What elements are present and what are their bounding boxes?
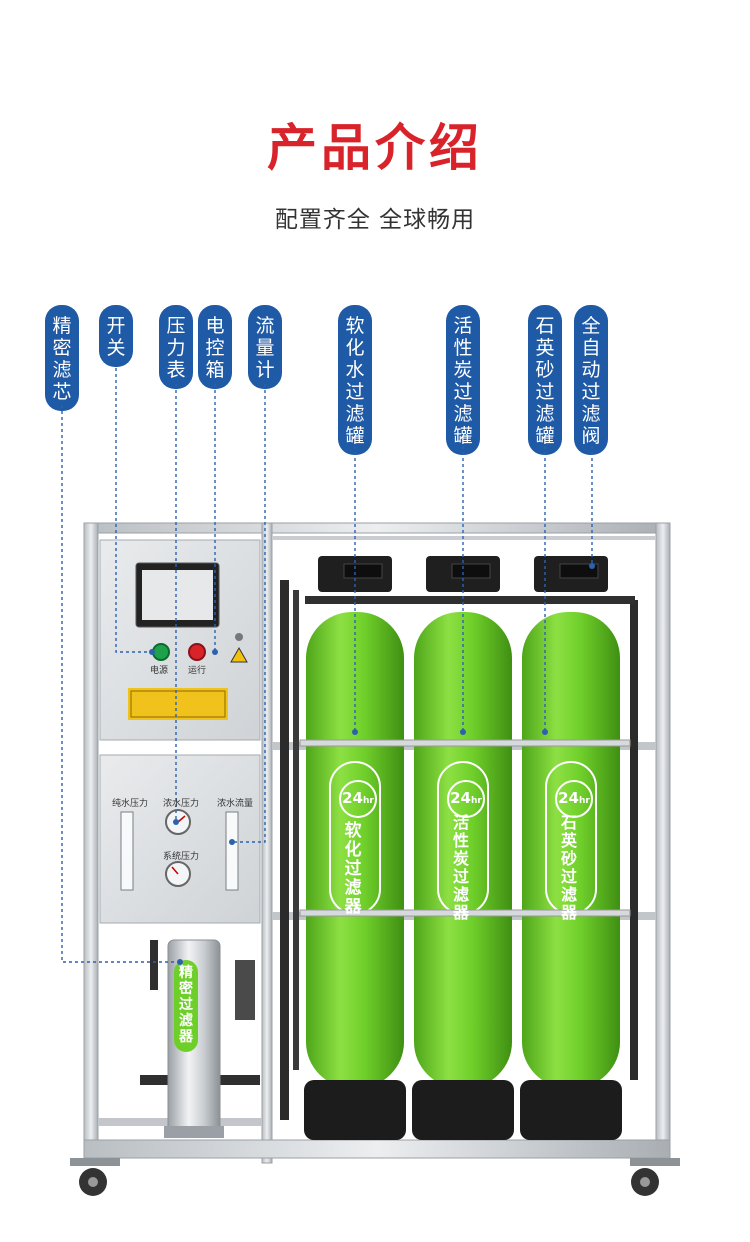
system-pressure-label: 系统压力	[163, 852, 200, 862]
callout-label: 全自动过滤阀	[581, 315, 601, 447]
callout-label: 开关	[106, 315, 126, 359]
pure-pressure-label: 纯水压力	[112, 799, 149, 809]
callout-leaders	[61, 368, 595, 965]
callout-electric-control-box: 电控箱	[198, 305, 232, 389]
callout-label: 电控箱	[205, 315, 225, 381]
callout-softening-tank: 软化水过滤罐	[338, 305, 372, 455]
concentrate-flow-label: 浓水流量	[217, 799, 254, 809]
callout-label: 石英砂过滤罐	[535, 315, 555, 447]
tank-badge-unit: hr	[579, 796, 590, 806]
tank-badge: 24hr	[339, 780, 377, 818]
tank-badge-unit: hr	[471, 796, 482, 806]
tank-badge: 24hr	[447, 780, 485, 818]
tank-activated-carbon	[412, 556, 514, 1140]
page-subtitle: 配置齐全 全球畅用	[274, 207, 476, 233]
callout-label: 软化水过滤罐	[345, 315, 365, 447]
precision-filter	[164, 939, 224, 1138]
concentrate-pressure-label: 浓水压力	[163, 799, 200, 809]
tank-label-activated-carbon: 活性炭过滤器	[452, 813, 469, 922]
tank-badge: 24hr	[555, 780, 593, 818]
precision-filter-label: 精密过滤器	[179, 965, 193, 1045]
callout-label: 流量计	[255, 315, 275, 381]
callout-precision-filter-core: 精密滤芯	[45, 305, 79, 411]
steel-frame	[83, 522, 671, 1164]
run-label: 运行	[188, 666, 207, 676]
tank-badge-number: 24	[450, 789, 471, 807]
tank-label-softening: 软化过滤器	[344, 821, 362, 917]
page-title: 产品介绍	[267, 119, 483, 177]
callout-switch: 开关	[99, 305, 133, 367]
callout-quartz-sand-tank: 石英砂过滤罐	[528, 305, 562, 455]
callout-label: 精密滤芯	[52, 315, 72, 403]
callout-label: 压力表	[166, 315, 186, 381]
tank-badge-number: 24	[558, 789, 579, 807]
callout-auto-valve: 全自动过滤阀	[574, 305, 608, 455]
caster-wheels	[70, 1158, 680, 1196]
callout-label: 活性炭过滤罐	[453, 315, 473, 447]
power-switch[interactable]	[152, 643, 170, 661]
callout-flow-meter: 流量计	[248, 305, 282, 389]
tank-badge-number: 24	[342, 789, 363, 807]
tank-label-quartz-sand: 石英砂过滤器	[560, 813, 577, 922]
gauge-panel	[99, 754, 261, 924]
tank-badge-unit: hr	[363, 796, 374, 806]
run-switch[interactable]	[188, 643, 206, 661]
tank-softening	[304, 556, 406, 1140]
callout-pressure-gauge: 压力表	[159, 305, 193, 389]
callout-activated-carbon-tank: 活性炭过滤罐	[446, 305, 480, 455]
electric-control-box	[99, 539, 261, 741]
power-label: 电源	[150, 666, 169, 676]
